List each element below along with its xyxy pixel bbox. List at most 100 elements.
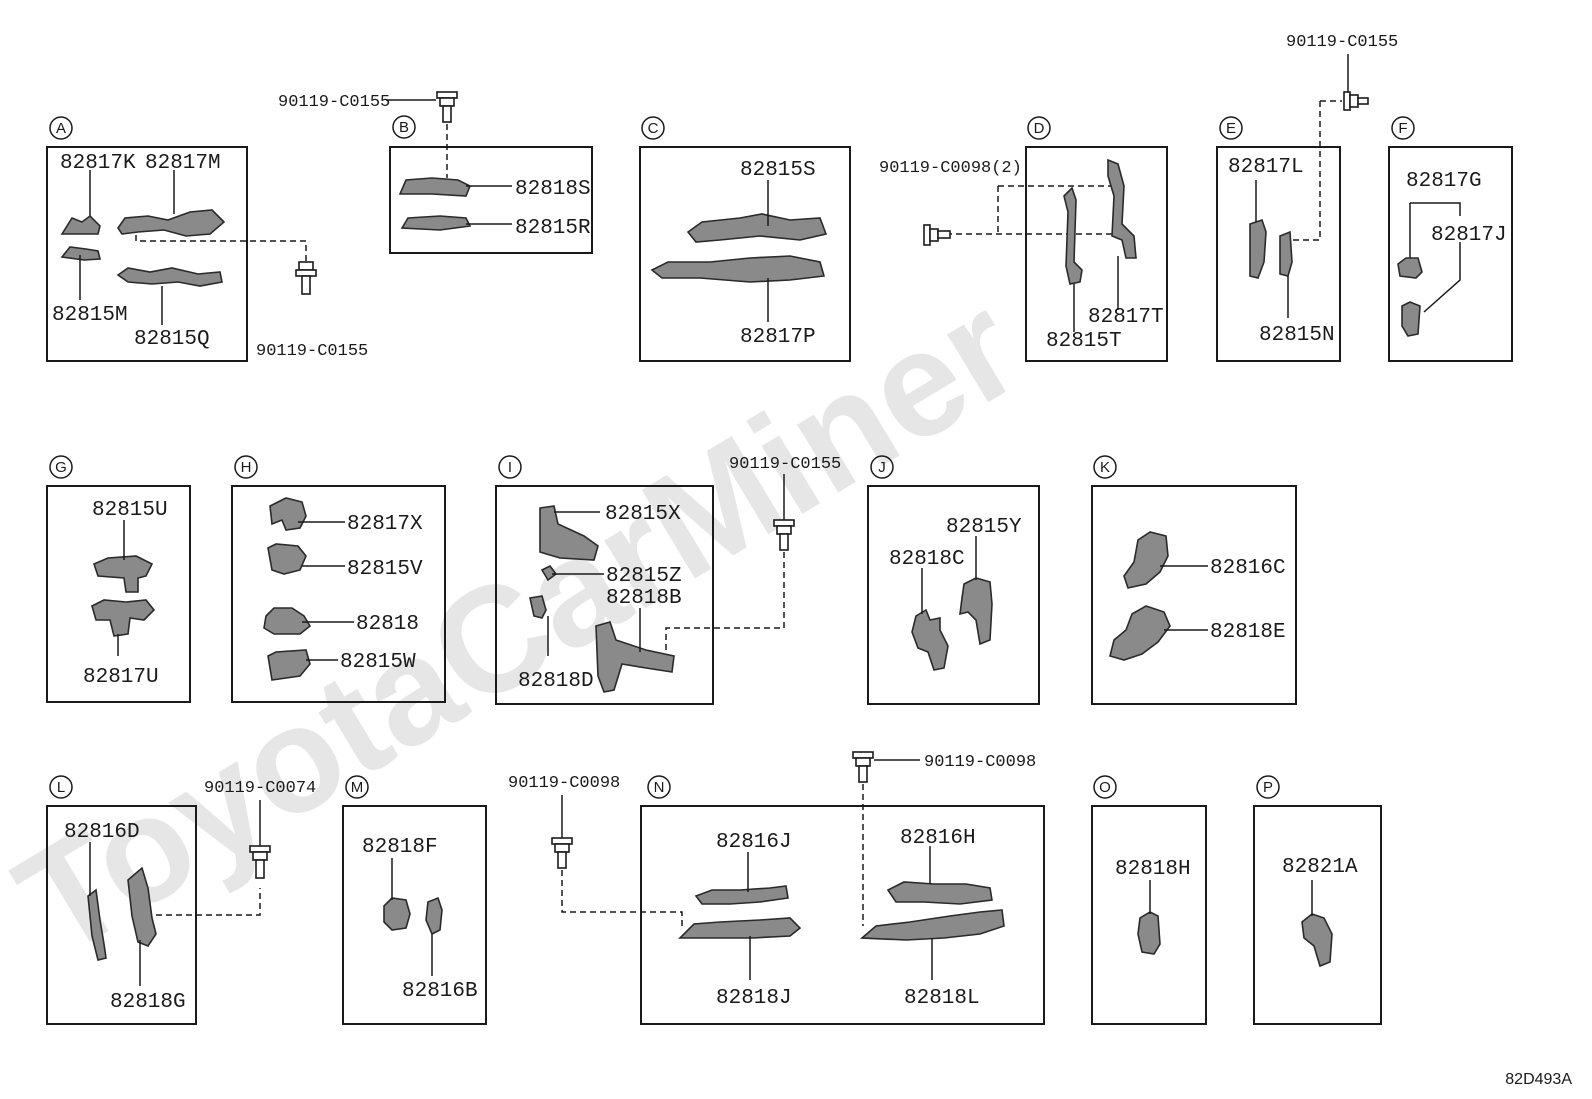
- inset-letter: C: [648, 120, 659, 137]
- part-number: 82815W: [340, 651, 416, 674]
- bolt-icon: [773, 519, 795, 551]
- part-number: 82815Q: [134, 328, 210, 351]
- inset-i: I 82815X 82815Z 82818B 82818D 90119-C015…: [495, 455, 841, 705]
- part-number: 82817U: [83, 666, 159, 689]
- inset-letter: M: [351, 779, 364, 796]
- part-shape: [263, 607, 312, 635]
- inset-frame: [1216, 146, 1341, 362]
- inset-letter: H: [241, 459, 252, 476]
- inset-letter: K: [1100, 459, 1110, 476]
- part-shape: [1107, 158, 1137, 259]
- inset-frame: [640, 805, 1045, 1025]
- inset-a: A 82817K 82817M 82815M 82815Q 90119-C015…: [46, 116, 368, 362]
- inset-n: 90119-C0098 90119-C0098 N 82816J 82816H …: [508, 751, 1045, 1025]
- part-shape: [127, 866, 157, 947]
- part-number: 82818E: [1210, 621, 1286, 644]
- part-shape: [400, 215, 472, 231]
- inset-frame: [639, 146, 851, 362]
- part-number: 82815V: [347, 558, 423, 581]
- inset-frame: [1253, 805, 1382, 1025]
- inset-letter: E: [1226, 120, 1236, 137]
- part-number: 82818J: [716, 987, 792, 1010]
- part-shape: [1279, 230, 1293, 277]
- part-number: 82817G: [1406, 170, 1482, 193]
- inset-g: G 82815U 82817U: [46, 455, 191, 703]
- part-shape: [1397, 257, 1423, 279]
- inset-letter: A: [56, 120, 66, 137]
- part-number: 82818B: [606, 587, 682, 610]
- inset-letter: G: [55, 459, 67, 476]
- part-shape: [60, 214, 101, 235]
- bolt-icon: [923, 224, 951, 246]
- part-shape: [1301, 913, 1333, 968]
- inset-letter: B: [399, 119, 409, 136]
- inset-frame: [1388, 146, 1513, 362]
- part-shape: [1123, 531, 1169, 589]
- part-number: 82816C: [1210, 557, 1286, 580]
- fastener-number: 90119-C0155: [278, 93, 390, 112]
- part-shape: [1063, 186, 1083, 285]
- part-shape: [398, 177, 472, 197]
- part-shape: [267, 543, 307, 575]
- fastener-number: 90119-C0155: [1286, 33, 1398, 52]
- part-shape: [1137, 911, 1161, 955]
- part-number: 82818: [356, 613, 419, 636]
- part-number: 82815T: [1046, 330, 1122, 353]
- part-shape: [1401, 301, 1421, 337]
- part-number: 82815R: [515, 217, 591, 240]
- part-number: 82818S: [515, 178, 591, 201]
- fastener-number: 90119-C0155: [729, 455, 841, 474]
- inset-b: 90119-C0155 B 82818S 82815R: [278, 91, 593, 254]
- inset-letter: F: [1398, 120, 1407, 137]
- bolt-icon: [436, 91, 458, 123]
- inset-p: P 82821A: [1253, 775, 1382, 1025]
- part-shape: [1109, 605, 1171, 661]
- part-shape: [425, 896, 443, 936]
- part-number: 82817K: [60, 152, 136, 175]
- fastener-number: 90119-C0098: [924, 753, 1036, 772]
- part-shape: [911, 608, 949, 671]
- part-shape: [60, 246, 102, 261]
- part-number: 82816J: [716, 831, 792, 854]
- bolt-icon: [1343, 91, 1369, 111]
- part-number: 82817J: [1431, 224, 1507, 247]
- inset-letter: I: [508, 459, 512, 476]
- part-number: 82815U: [92, 499, 168, 522]
- watermark: ToyotaCarMiner: [0, 261, 1046, 987]
- inset-frame: [1091, 805, 1207, 1025]
- inset-frame: [1025, 146, 1168, 362]
- fastener-number: 90119-C0098(2): [879, 159, 1022, 178]
- part-shape: [383, 897, 411, 931]
- diagram-code: 82D493A: [1505, 1071, 1572, 1088]
- part-shape: [91, 599, 156, 637]
- part-number: 82817T: [1088, 306, 1164, 329]
- part-number: 82816B: [402, 980, 478, 1003]
- part-number: 82816D: [64, 821, 140, 844]
- inset-d: 90119-C0098(2) D 82817T 82815T: [879, 116, 1168, 362]
- inset-frame: [46, 485, 191, 703]
- part-number: 82817X: [347, 513, 423, 536]
- inset-m: M 82818F 82816B: [342, 775, 487, 1025]
- part-number: 82817P: [740, 326, 816, 349]
- fastener-number: 90119-C0155: [256, 342, 368, 361]
- inset-frame: [46, 146, 248, 362]
- bolt-icon: [249, 845, 271, 879]
- part-shape: [529, 595, 547, 619]
- part-number: 82815S: [740, 159, 816, 182]
- part-shape: [859, 909, 1005, 941]
- part-number: 82815Y: [946, 516, 1022, 539]
- part-shape: [117, 209, 226, 237]
- bolt-icon: [295, 261, 317, 295]
- inset-letter: N: [654, 779, 665, 796]
- part-shape: [959, 577, 993, 646]
- part-shape: [694, 885, 789, 905]
- inset-frame: [867, 485, 1040, 705]
- inset-frame: [389, 146, 593, 254]
- part-shape: [87, 888, 107, 961]
- inset-h: H 82817X 82815V 82818 82815W: [231, 455, 446, 703]
- part-number: 82818C: [889, 548, 965, 571]
- part-number: 82817L: [1228, 156, 1304, 179]
- bolt-icon: [852, 751, 874, 783]
- part-number: 82815M: [52, 304, 128, 327]
